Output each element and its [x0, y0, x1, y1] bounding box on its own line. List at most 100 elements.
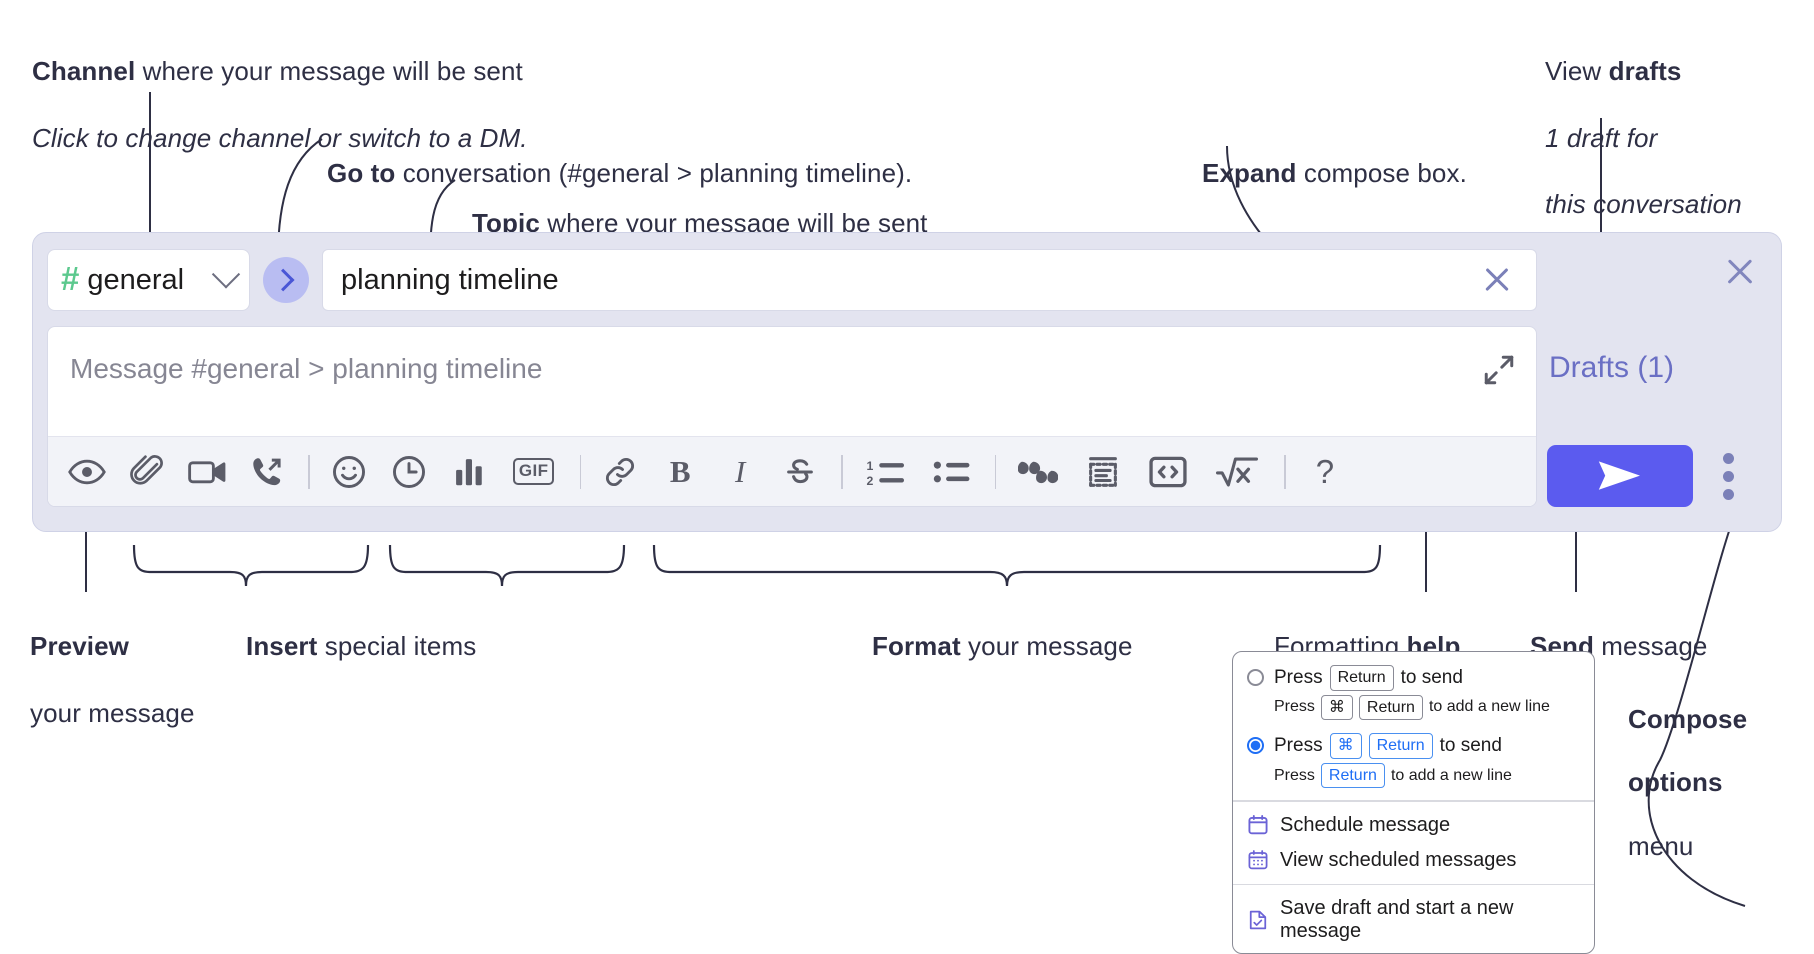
send-paper-plane-icon [1598, 461, 1640, 490]
code-block-icon[interactable] [1078, 449, 1128, 495]
message-input-box[interactable]: Message #general > planning timeline [47, 326, 1537, 507]
goto-conversation-button[interactable] [263, 257, 309, 303]
schedule-message-label: Schedule message [1280, 813, 1451, 836]
radio-icon[interactable] [1247, 669, 1264, 686]
italic-icon[interactable]: I [717, 449, 763, 495]
gif-icon[interactable]: GIF [506, 449, 562, 495]
document-check-icon [1249, 910, 1267, 929]
annotation-topic: Topic where your message will be sent [472, 174, 928, 241]
option2-suffix: to send [1439, 734, 1502, 756]
bold-icon[interactable]: B [657, 449, 703, 495]
annotation-compose-line1: Compose [1628, 703, 1748, 734]
option1-sub-key-cmd: ⌘ [1320, 694, 1353, 721]
svg-text:2: 2 [866, 473, 873, 486]
strikethrough-icon[interactable] [777, 449, 823, 495]
send-option-return[interactable]: Press Return to send [1233, 658, 1594, 691]
channel-name: general [87, 263, 185, 296]
code-brackets-icon[interactable] [1142, 449, 1194, 495]
menu-divider [1233, 800, 1594, 802]
bar-chart-icon[interactable] [446, 449, 492, 495]
annotation-drafts-line2: this conversation [1545, 189, 1742, 220]
square-root-icon[interactable] [1208, 449, 1266, 495]
compose-inner: # general planning timeline Message #gen… [47, 247, 1537, 519]
calendar-grid-icon [1248, 850, 1268, 870]
annotation-format: Format your message [872, 597, 1133, 664]
bullet-list-icon[interactable] [927, 449, 977, 495]
annotation-goto-rest: conversation (#general > planning timeli… [395, 158, 913, 189]
close-icon[interactable] [1480, 263, 1514, 297]
topic-value: planning timeline [341, 263, 559, 296]
svg-text:1: 1 [866, 458, 873, 472]
annotation-expand: Expand compose box. [1202, 124, 1467, 191]
annotation-format-rest: your message [960, 631, 1133, 662]
option1-press: Press [1274, 666, 1323, 688]
option2-key-cmd: ⌘ [1329, 733, 1362, 759]
quote-icon[interactable] [1012, 449, 1064, 495]
question-mark-icon[interactable]: ? [1302, 449, 1348, 495]
annotation-drafts-lead: View [1545, 56, 1609, 87]
option2-sub-press: Press [1274, 766, 1315, 784]
gif-label: GIF [512, 458, 555, 485]
eye-icon[interactable] [64, 449, 110, 495]
radio-icon-selected[interactable] [1247, 737, 1264, 755]
schedule-message-item[interactable]: Schedule message [1233, 808, 1594, 843]
compose-right-rail: Drafts (1) [1535, 233, 1781, 533]
paperclip-icon[interactable] [124, 449, 170, 495]
annotation-compose-line3: menu [1628, 830, 1694, 861]
channel-selector[interactable]: # general [47, 249, 250, 311]
hash-icon: # [61, 260, 80, 297]
annotation-drafts-line1: 1 draft for [1545, 122, 1658, 153]
topic-field[interactable]: planning timeline [322, 249, 1537, 311]
italic-label: I [735, 453, 746, 489]
annotation-goto: Go to conversation (#general > planning … [327, 124, 912, 191]
option2-sub-key-return: Return [1320, 762, 1385, 789]
smiley-icon[interactable] [326, 449, 372, 495]
annotation-preview-bold: Preview [30, 631, 129, 662]
toolbar-divider [1284, 454, 1286, 489]
toolbar-divider [994, 454, 997, 489]
send-option-cmd-return-hint: Press Return to add a new line [1233, 759, 1594, 795]
help-label: ? [1315, 452, 1335, 490]
annotation-channel-italic: Click to change channel or switch to a D… [32, 122, 528, 153]
toolbar-divider [841, 454, 843, 489]
annotation-insert-rest: special items [317, 631, 477, 662]
formatting-toolbar: GIF B I [48, 436, 1536, 506]
annotation-preview-rest: your message [30, 697, 195, 728]
link-icon[interactable] [597, 449, 643, 495]
compose-options-button[interactable] [1713, 448, 1743, 504]
option2-key-return: Return [1368, 733, 1433, 759]
annotation-drafts-bold: drafts [1608, 56, 1682, 87]
compose-panel: # general planning timeline Message #gen… [32, 232, 1782, 532]
send-option-cmd-return[interactable]: Press ⌘ Return to send [1233, 726, 1594, 759]
close-icon[interactable] [1723, 255, 1757, 289]
annotation-format-bold: Format [872, 631, 961, 662]
save-draft-item[interactable]: Save draft and start a new message [1233, 891, 1594, 949]
drafts-link[interactable]: Drafts (1) [1549, 351, 1675, 384]
annotation-expand-rest: compose box. [1296, 158, 1467, 189]
annotation-channel-rest: where your message will be sent [135, 56, 523, 87]
video-camera-icon[interactable] [184, 449, 230, 495]
option2-press: Press [1274, 734, 1323, 756]
option1-sub-press: Press [1274, 698, 1315, 716]
menu-divider [1233, 883, 1594, 885]
annotation-goto-bold: Go to [327, 158, 396, 189]
view-scheduled-item[interactable]: View scheduled messages [1233, 843, 1594, 878]
annotation-insert-bold: Insert [246, 631, 318, 662]
expand-icon[interactable] [1482, 353, 1516, 387]
vertical-dots-icon [1722, 488, 1734, 500]
option2-sub-suffix: to add a new line [1390, 766, 1512, 784]
view-scheduled-label: View scheduled messages [1280, 848, 1517, 871]
send-button[interactable] [1547, 445, 1693, 507]
clock-icon[interactable] [386, 449, 432, 495]
chevron-down-icon [211, 260, 241, 289]
calendar-icon [1248, 815, 1268, 835]
annotation-preview: Preview your message [30, 597, 195, 763]
annotation-send-rest: message [1593, 631, 1708, 662]
phone-arrow-icon[interactable] [244, 449, 290, 495]
annotation-channel: Channel where your message will be sent … [32, 22, 528, 188]
option1-suffix: to send [1400, 666, 1463, 688]
ordered-list-icon[interactable]: 1 2 [859, 449, 913, 495]
option1-key-return: Return [1329, 665, 1394, 691]
chevron-right-icon [271, 268, 295, 292]
